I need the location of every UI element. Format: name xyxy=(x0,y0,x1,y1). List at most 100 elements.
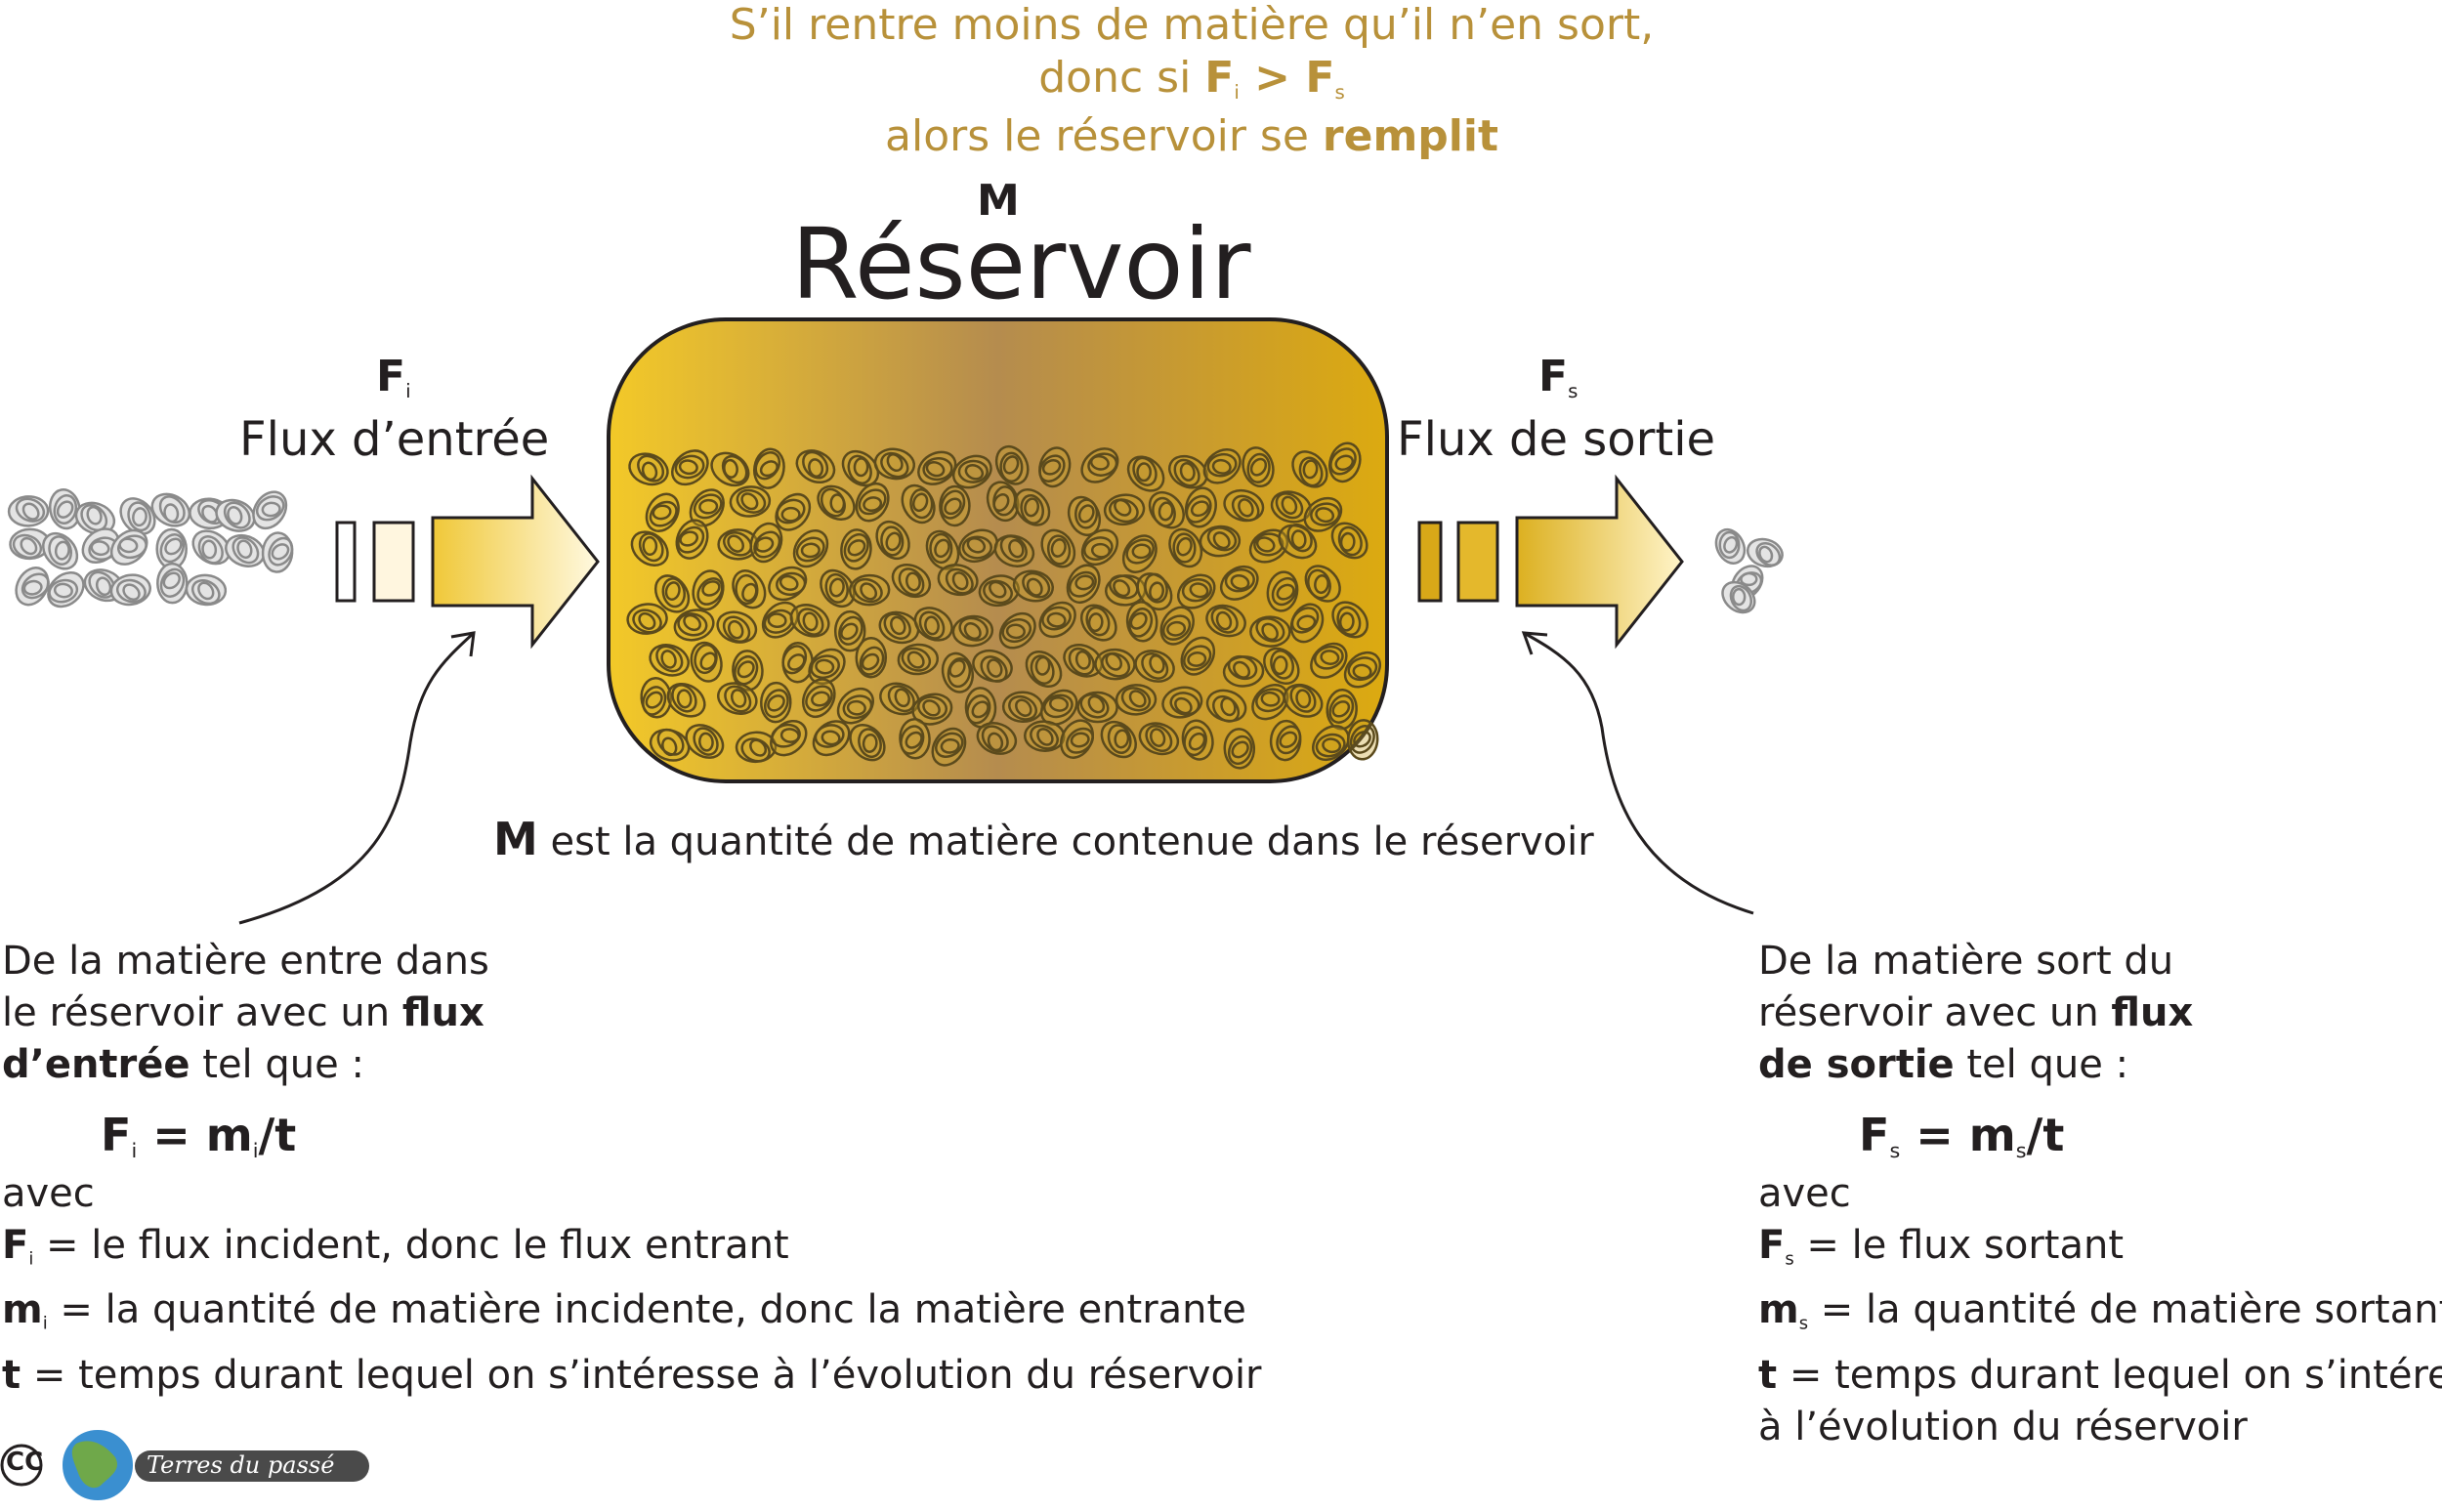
inflow-arrow xyxy=(431,474,600,650)
reservoir-pellet xyxy=(817,484,856,521)
reservoir-pellet xyxy=(937,564,979,597)
reservoir-pellet xyxy=(673,609,715,642)
reservoir-pellet xyxy=(841,449,880,487)
reservoir-pellet xyxy=(645,492,680,532)
reservoir-pellet xyxy=(1063,643,1104,678)
condition-line-2: donc si Fi > Fs xyxy=(1038,53,1345,104)
reservoir-pellet xyxy=(873,447,916,481)
brand-badge xyxy=(135,1450,369,1482)
outflow-pointer-curve xyxy=(1523,631,1754,915)
reservoir-pellet xyxy=(1223,728,1256,770)
incoming-pellet xyxy=(156,562,189,605)
reservoir-pellet xyxy=(998,611,1036,650)
reservoir-pellet xyxy=(690,641,723,683)
reservoir-pellet xyxy=(717,528,759,561)
reservoir-pellet xyxy=(951,454,992,489)
reservoir-pellet xyxy=(1080,528,1119,567)
reservoir-pellet xyxy=(795,449,836,483)
reservoir-pellet xyxy=(1066,564,1101,605)
reservoir-pellet xyxy=(917,450,957,485)
reservoir-pellet xyxy=(1283,683,1324,718)
reservoir-pellet xyxy=(812,720,851,757)
reservoir-pellet xyxy=(1223,488,1265,523)
reservoir-pellet xyxy=(1289,603,1325,644)
incoming-pellet xyxy=(252,490,288,530)
reservoir-pellet xyxy=(1138,722,1180,756)
reservoir-pellet xyxy=(1304,565,1341,603)
reservoir-pellet xyxy=(685,724,725,759)
reservoir-pellet xyxy=(1014,487,1051,526)
incoming-pellet xyxy=(81,527,120,565)
reservoir-pellet xyxy=(1346,719,1379,761)
reservoir-pellet xyxy=(649,728,691,762)
reservoir-pellet xyxy=(1331,601,1369,639)
reservoir-pellet xyxy=(964,687,997,729)
reservoir-pellet xyxy=(729,485,772,518)
incoming-pellet xyxy=(109,573,151,607)
reservoir-pellet xyxy=(1100,720,1137,759)
reservoir-pellet xyxy=(801,678,836,719)
reservoir-pellet xyxy=(848,573,891,607)
incoming-pellet xyxy=(119,497,156,535)
outflow-arrow xyxy=(1515,474,1684,650)
reservoir-pellet xyxy=(875,520,910,561)
reservoir-pellet xyxy=(626,603,668,635)
inflow-label: Flux d’entrée xyxy=(239,412,550,467)
globe-land xyxy=(71,1441,117,1489)
inflow-symbol: Fi xyxy=(376,352,411,402)
reservoir-pellet xyxy=(789,604,830,638)
reservoir-pellet xyxy=(891,563,932,599)
incoming-pellet xyxy=(191,529,232,566)
reservoir-pellet xyxy=(735,731,778,764)
inflow-desc-line-3: d’entrée tel que : xyxy=(2,1042,364,1087)
reservoir-pellet xyxy=(878,610,920,645)
reservoir-pellet xyxy=(768,566,808,602)
inflow-marker-1 xyxy=(335,521,357,603)
reservoir-pellet xyxy=(792,529,829,568)
reservoir-pellet xyxy=(994,444,1030,485)
outflow-description: De la matière sort du réservoir avec un … xyxy=(1758,936,2193,1091)
incoming-pellet xyxy=(261,531,294,573)
reservoir-pellet xyxy=(1291,450,1328,488)
reservoir-pellet xyxy=(1176,573,1216,609)
reservoir-pellet xyxy=(1199,525,1242,558)
reservoir-pellet xyxy=(710,451,750,487)
reservoir-pellet xyxy=(1202,447,1242,484)
condition-line-3: alors le réservoir se remplit xyxy=(885,111,1498,161)
reservoir-pellet xyxy=(1079,604,1117,642)
reservoir-pellet xyxy=(1269,719,1302,762)
reservoir-pellet xyxy=(640,677,672,719)
outgoing-pellet xyxy=(1746,537,1784,568)
reservoir-pellet xyxy=(653,574,691,613)
reservoir-pellet xyxy=(775,492,812,531)
reservoir-pellet xyxy=(1159,606,1195,646)
reservoir-pellet xyxy=(1024,720,1066,752)
reservoir-pellet xyxy=(1181,719,1214,761)
reservoir-pellet xyxy=(1076,691,1118,724)
inflow-avec: avec xyxy=(2,1171,95,1216)
condition-line-1: S’il rentre moins de matière qu’il n’en … xyxy=(729,0,1655,50)
reservoir-pellet xyxy=(692,569,725,611)
reservoir-pellet xyxy=(1278,523,1318,560)
outflow-avec: avec xyxy=(1758,1171,1851,1216)
reservoir-pellet xyxy=(749,522,783,564)
outgoing-matter xyxy=(1714,527,1784,614)
reservoir-pellet xyxy=(1134,650,1175,683)
incoming-pellet xyxy=(155,527,188,570)
reservoir-pellet xyxy=(675,519,709,560)
reservoir-pellet xyxy=(1039,689,1078,726)
reservoir-pellet xyxy=(1040,528,1076,568)
incoming-pellet xyxy=(7,495,50,527)
reservoir-pellet xyxy=(840,528,872,570)
reservoir-pellet xyxy=(1038,601,1076,639)
reservoir-pellet xyxy=(941,651,975,693)
reservoir-pellet xyxy=(958,528,998,564)
outflow-pointer-head xyxy=(1521,631,1548,655)
reservoir-pellet xyxy=(1205,689,1247,723)
reservoir-pellet xyxy=(820,568,856,609)
reservoir-pellet xyxy=(1312,725,1350,762)
reservoir-pellet xyxy=(899,718,931,760)
reservoir-pellet xyxy=(716,610,758,644)
